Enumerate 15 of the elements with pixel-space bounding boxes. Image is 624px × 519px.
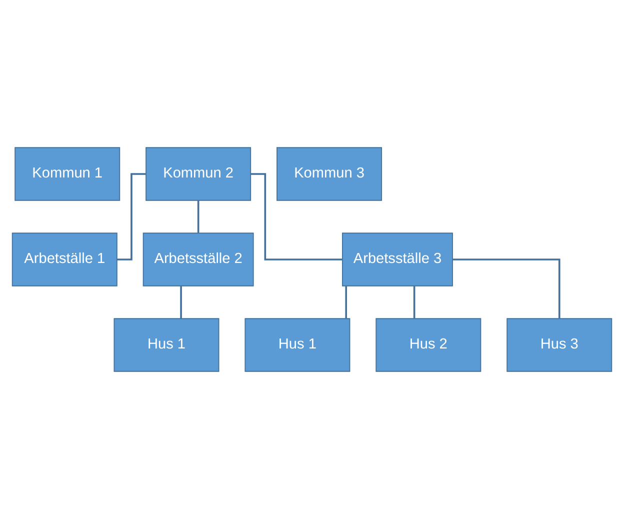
connector [180,286,182,318]
node-box: Hus 2 [376,318,482,372]
connector [197,200,200,233]
connector [345,286,348,318]
connector [413,286,416,318]
node-box: Kommun 3 [276,147,382,201]
node-box: Arbetställe 1 [12,232,118,286]
node-box: Hus 3 [506,318,612,372]
node-box: Kommun 2 [146,147,252,201]
node-box: Kommun 1 [14,147,120,201]
node-box: Hus 1 [244,318,350,372]
node-box: Arbetsställe 3 [342,232,453,286]
node-box: Hus 1 [114,318,220,372]
node-box: Arbetsställe 2 [142,232,254,286]
connector [452,258,560,318]
